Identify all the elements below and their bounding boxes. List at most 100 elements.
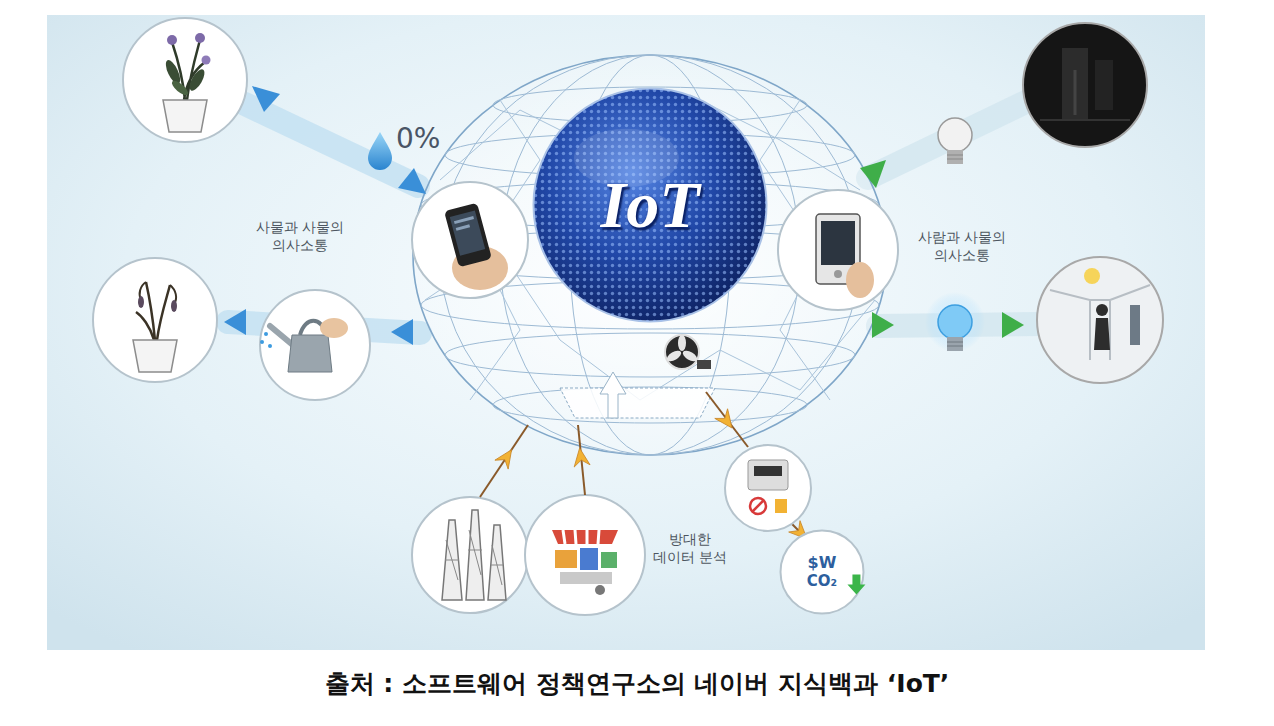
smart-meter-circle xyxy=(748,460,788,490)
shop-goods-circle xyxy=(595,585,605,595)
lit-room-circle xyxy=(1130,305,1140,345)
light-bulb-on xyxy=(947,337,963,351)
data-flow-line xyxy=(480,425,528,497)
plant-healthy-circle xyxy=(123,18,247,142)
light-bulb-off xyxy=(938,118,972,152)
dark-room-circle xyxy=(1040,119,1130,121)
dark-room-circle xyxy=(1023,23,1147,147)
group-label: 방대한 데이터 분석 xyxy=(646,530,734,566)
flow-chevron xyxy=(715,409,739,433)
power-tower-circle xyxy=(445,530,503,585)
dark-room-circle xyxy=(1062,48,1088,120)
tablet-circle xyxy=(778,190,898,310)
flow-arrowhead xyxy=(860,160,886,188)
flow-chevron xyxy=(572,447,590,467)
dark-room-circle xyxy=(1095,60,1113,110)
watering-can-circle xyxy=(260,290,370,400)
smart-meter-circle xyxy=(752,500,764,512)
sensor-fan-icon xyxy=(665,335,699,369)
smartphone-circle xyxy=(456,224,470,231)
watering-can-circle xyxy=(260,290,370,400)
data-flow-line xyxy=(706,392,748,447)
lit-room-circle xyxy=(1084,268,1100,284)
iot-sphere: IoT xyxy=(532,87,768,323)
plant-healthy-circle xyxy=(202,56,211,65)
node-text-stack: $WCO₂ xyxy=(779,529,865,615)
dark-room-circle xyxy=(1074,70,1077,115)
plant-healthy-circle xyxy=(163,100,207,132)
tablet-circle xyxy=(821,221,855,265)
flow-arrowhead xyxy=(391,319,413,345)
flow-arrowhead xyxy=(398,168,426,194)
flow-arrowhead xyxy=(252,86,280,112)
decrease-arrow xyxy=(847,575,865,595)
tablet-circle xyxy=(846,262,874,298)
globe-mesh xyxy=(413,55,887,455)
smartphone-circle xyxy=(450,210,485,255)
flow-chevron xyxy=(495,409,813,545)
smartphone-circle xyxy=(412,182,528,298)
flow-band xyxy=(245,104,418,186)
shop-goods-circle xyxy=(525,495,645,615)
drop-icon xyxy=(368,132,392,170)
smartphone-circle xyxy=(412,182,528,298)
shop-goods-circle xyxy=(601,552,617,568)
watering-can-circle xyxy=(264,332,268,336)
plant-withered-circle xyxy=(140,282,176,304)
plant-withered-circle xyxy=(93,258,217,382)
plant-withered-circle xyxy=(93,258,217,382)
light-bulb-off xyxy=(947,155,963,156)
light-bulb-on xyxy=(925,292,985,352)
tablet-circle xyxy=(834,270,842,278)
light-bulb-on xyxy=(947,346,963,347)
flow-chevron xyxy=(495,445,518,469)
tablet-circle xyxy=(778,190,898,310)
globe-mesh xyxy=(493,387,807,423)
data-funnel xyxy=(560,388,715,418)
percent-label: 0% xyxy=(396,121,440,157)
globe-mesh xyxy=(413,55,887,455)
watering-can-circle xyxy=(288,335,332,372)
plant-withered-circle xyxy=(136,282,170,340)
data-funnel xyxy=(600,372,626,418)
smart-meter-circle xyxy=(725,445,811,531)
light-bulb-off xyxy=(938,118,972,164)
picture-ground xyxy=(47,15,1205,650)
shop-goods-circle xyxy=(552,530,618,544)
globe-mesh xyxy=(500,55,800,455)
plant-withered-circle xyxy=(138,296,144,308)
flow-arrowhead xyxy=(224,309,246,335)
sensor-fan-icon xyxy=(665,349,683,364)
watering-can-circle xyxy=(260,340,264,344)
data-funnel xyxy=(560,372,715,418)
smart-meter-circle xyxy=(775,499,787,513)
smart-meter-circle xyxy=(725,445,811,531)
light-bulb-on xyxy=(925,292,985,352)
shop-goods-circle xyxy=(560,572,612,584)
group-label: 사물과 사물의 의사소통 xyxy=(248,218,352,254)
group-label: 사람과 사물의 의사소통 xyxy=(910,228,1014,264)
source-caption: 출처 : 소프트웨어 정책연구소의 네이버 지식백과 ‘IoT’ xyxy=(0,668,1274,701)
shop-goods-circle xyxy=(555,550,577,568)
plant-healthy-circle xyxy=(123,18,247,142)
sensor-fan-icon xyxy=(665,335,711,369)
savings-circle-text: $W xyxy=(808,554,837,572)
lit-room-circle xyxy=(1050,285,1150,360)
shop-goods-circle xyxy=(580,548,598,570)
light-bulb-on xyxy=(938,305,972,339)
iot-sphere-text: IoT xyxy=(601,167,700,243)
picture-ground xyxy=(47,15,1205,650)
flow-band xyxy=(868,100,1030,178)
power-tower-circle xyxy=(442,510,506,600)
smartphone-circle xyxy=(444,203,492,268)
smartphone-circle xyxy=(454,216,474,224)
lit-room-circle xyxy=(1037,257,1163,383)
circle-body xyxy=(781,531,864,614)
smart-meter-circle xyxy=(754,466,782,476)
savings-circle-text: CO₂ xyxy=(807,573,837,590)
sensor-fan-icon xyxy=(681,349,699,364)
plant-healthy-circle xyxy=(195,33,205,43)
watering-can-circle xyxy=(320,318,348,338)
plant-withered-circle xyxy=(171,300,177,312)
